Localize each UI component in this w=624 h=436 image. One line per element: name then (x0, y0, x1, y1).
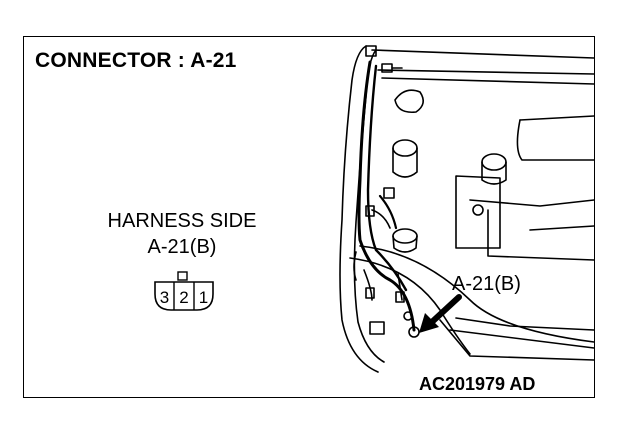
harness-connector-code: A-21(B) (147, 236, 217, 258)
pin-label: 3 (160, 288, 169, 307)
pin-label: 1 (199, 288, 208, 307)
connector-face-icon: 3 2 1 (154, 271, 214, 311)
arrow-icon (419, 294, 462, 333)
diagram-frame (23, 36, 595, 398)
callout-label: A-21(B) (452, 273, 521, 295)
harness-side-label: HARNESS SIDE (107, 210, 257, 232)
connector-title: CONNECTOR : A-21 (35, 49, 237, 72)
figure-code: AC201979 AD (419, 374, 536, 394)
pin-label: 2 (179, 288, 188, 307)
